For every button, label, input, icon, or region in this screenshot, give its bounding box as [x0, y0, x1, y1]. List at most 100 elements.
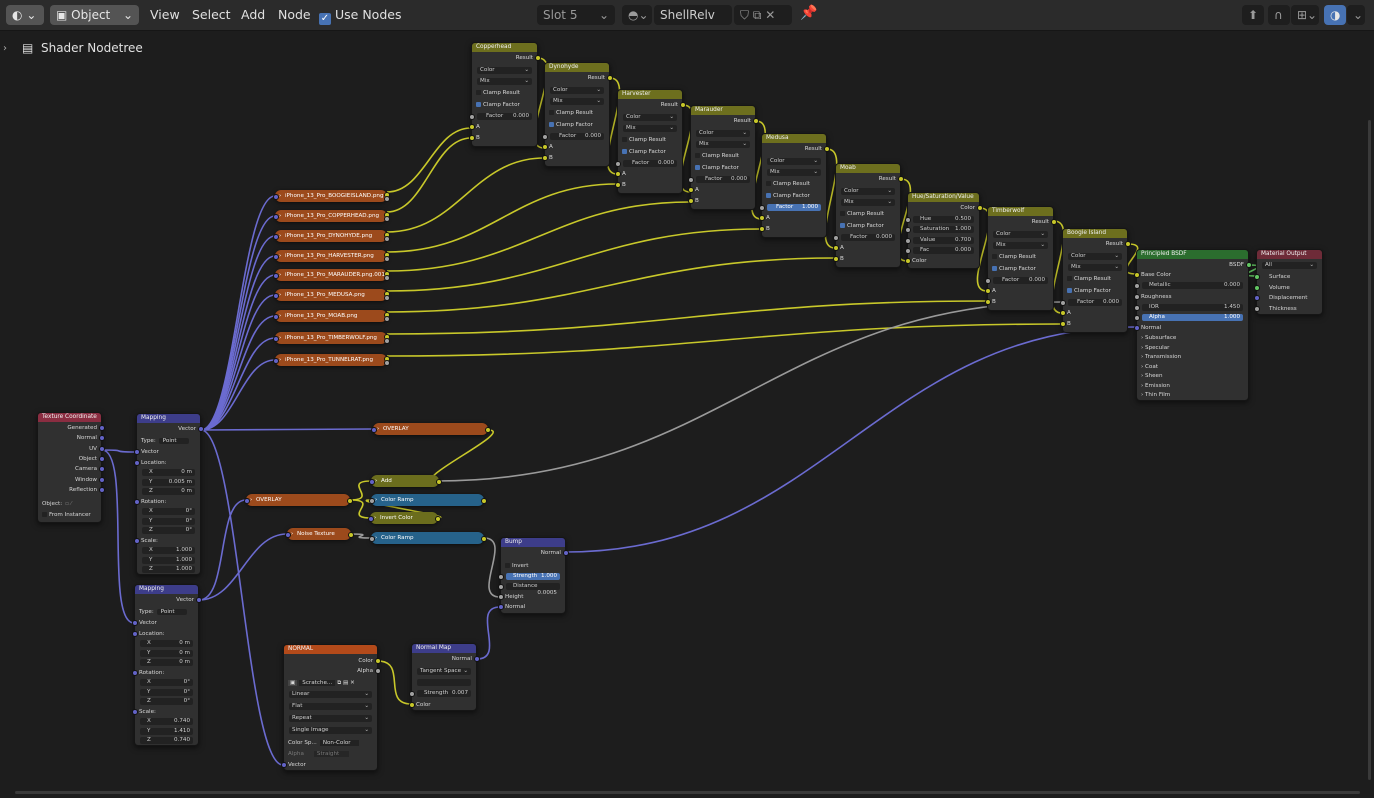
image-selector[interactable]: ▣Scratche...⧉ ▤ ✕ — [288, 679, 373, 687]
result-output-socket[interactable] — [1125, 241, 1131, 247]
a-input-socket[interactable] — [833, 245, 839, 251]
texture-node-7[interactable]: ›iPhone_13_Pro_TIMBERWOLF.png — [275, 332, 387, 344]
duplicate-material-icon[interactable]: ⧉ — [752, 8, 762, 22]
node-header[interactable]: Harvester — [618, 90, 682, 99]
result-output-socket[interactable] — [607, 75, 613, 81]
node-header[interactable]: Copperhead — [472, 43, 537, 52]
image-icon[interactable]: ▣ — [288, 680, 298, 686]
uv-map-field[interactable] — [417, 679, 471, 686]
blend-mode-dropdown[interactable]: Mix⌄ — [477, 78, 532, 85]
color-output-socket[interactable] — [977, 205, 983, 211]
a-input-socket[interactable] — [688, 187, 694, 193]
space-dropdown[interactable]: Tangent Space⌄ — [417, 668, 471, 675]
node-header[interactable]: Marauder — [691, 106, 755, 115]
vector-input-socket[interactable] — [132, 620, 138, 626]
result-output-socket[interactable] — [535, 55, 541, 61]
panel-transmission[interactable]: › Transmission — [1141, 353, 1244, 361]
texture-vector-socket[interactable] — [273, 358, 279, 364]
vector-input-socket[interactable] — [134, 449, 140, 455]
texture-node-2[interactable]: ›iPhone_13_Pro_DYNOHYDE.png — [275, 230, 387, 242]
color-space-value[interactable]: Non-Color — [319, 740, 359, 746]
clamp-factor-checkbox[interactable]: Clamp Factor — [549, 121, 605, 129]
texture-node-4[interactable]: ›iPhone_13_Pro_MARAUDER.png.001 — [275, 269, 387, 281]
clamp-result-checkbox[interactable]: Clamp Result — [766, 180, 822, 188]
use-nodes-toggle[interactable]: ✓Use Nodes — [319, 7, 402, 25]
b-input-socket[interactable] — [985, 299, 991, 305]
input-socket[interactable] — [244, 498, 250, 504]
b-input-socket[interactable] — [469, 135, 475, 141]
output-socket[interactable] — [485, 427, 491, 433]
data-type-dropdown[interactable]: Color⌄ — [623, 114, 677, 121]
image-actions-icons[interactable]: ⧉ ▤ ✕ — [337, 680, 355, 686]
interp-dropdown[interactable]: Linear⌄ — [289, 691, 372, 698]
surface-input-socket[interactable] — [1254, 274, 1260, 280]
menu-select[interactable]: Select — [192, 7, 231, 22]
clamp-factor-checkbox[interactable]: Clamp Factor — [1067, 287, 1123, 295]
color-input-socket[interactable] — [905, 258, 911, 264]
collapsed-node-ramp2[interactable]: ›Color Ramp — [371, 532, 484, 544]
base-color-socket[interactable] — [1134, 272, 1140, 278]
output-socket-uv[interactable] — [99, 445, 105, 452]
output-socket-normal[interactable] — [99, 435, 105, 442]
b-input-socket[interactable] — [688, 198, 694, 204]
output-socket[interactable] — [436, 479, 442, 485]
factor-input-socket[interactable] — [688, 177, 694, 183]
displacement-input-socket[interactable] — [1254, 295, 1260, 301]
collapsed-node-noise[interactable]: ›Noise Texture — [287, 528, 351, 540]
factor-input-socket[interactable] — [985, 278, 991, 284]
node-header[interactable]: Dynohyde — [545, 63, 609, 72]
data-type-dropdown[interactable]: Color⌄ — [477, 67, 532, 74]
data-type-dropdown[interactable]: Color⌄ — [696, 130, 750, 137]
metallic-socket[interactable] — [1134, 283, 1140, 289]
data-type-dropdown[interactable]: Color⌄ — [550, 87, 604, 94]
texture-alpha-socket[interactable] — [384, 236, 390, 242]
texture-alpha-socket[interactable] — [384, 216, 390, 222]
node-header[interactable]: Texture Coordinate — [38, 413, 101, 422]
a-input-socket[interactable] — [615, 171, 621, 177]
output-socket-window[interactable] — [99, 476, 105, 483]
normal-output-socket[interactable] — [563, 550, 569, 556]
menu-view[interactable]: View — [150, 7, 180, 22]
editor-type-selector[interactable]: ◐ ⌄ — [6, 5, 44, 25]
val-input-socket[interactable] — [905, 238, 911, 244]
blend-mode-dropdown[interactable]: Mix⌄ — [623, 125, 677, 132]
texture-vector-socket[interactable] — [273, 293, 279, 299]
fac-input-socket[interactable] — [905, 248, 911, 254]
clamp-factor-checkbox[interactable]: Clamp Factor — [766, 192, 822, 200]
texture-vector-socket[interactable] — [273, 314, 279, 320]
factor-input-socket[interactable] — [615, 161, 621, 167]
a-input-socket[interactable] — [985, 288, 991, 294]
eyedropper-icon[interactable]: ▫ ⁄ — [65, 501, 72, 507]
result-output-socket[interactable] — [753, 118, 759, 124]
output-socket-reflection[interactable] — [99, 486, 105, 493]
input-socket[interactable] — [369, 536, 375, 542]
pin-icon[interactable]: 📌 — [800, 5, 818, 21]
panel-specular[interactable]: › Specular — [1141, 344, 1244, 352]
rotation-socket[interactable] — [134, 499, 140, 505]
vector-input-socket[interactable] — [281, 762, 287, 768]
snap-magnet-icon[interactable]: ∩ — [1268, 5, 1290, 25]
collapsed-node-ramp1[interactable]: ›Color Ramp — [371, 494, 484, 506]
blend-mode-dropdown[interactable]: Mix⌄ — [767, 169, 821, 176]
output-socket-object[interactable] — [99, 455, 105, 462]
texture-alpha-socket[interactable] — [384, 316, 390, 322]
panel-sheen[interactable]: › Sheen — [1141, 372, 1244, 380]
